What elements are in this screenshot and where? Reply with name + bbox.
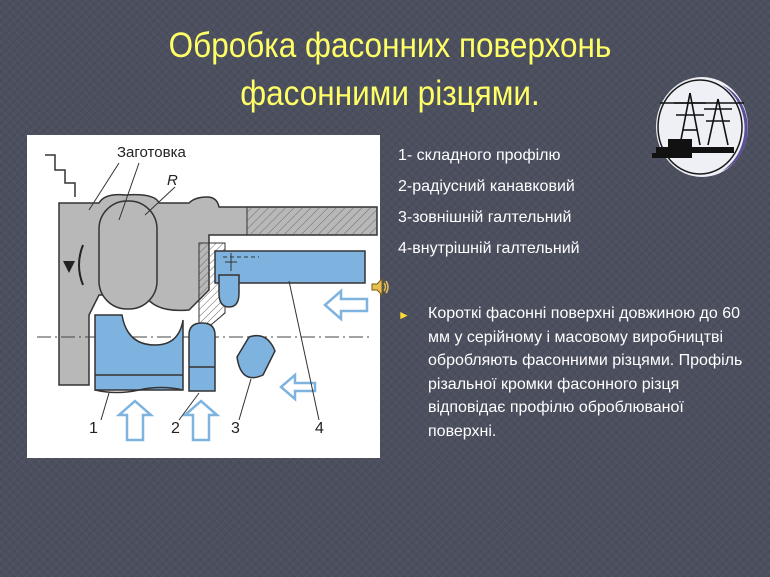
diagram-drawing: Заготовка R 1 2 3 4 [37, 144, 378, 442]
cutter-3-profile [236, 334, 276, 379]
cutter-4-bar [214, 250, 366, 284]
label-4: 4 [315, 420, 324, 437]
cutter-4-tip [218, 274, 240, 308]
label-2: 2 [171, 420, 180, 437]
power-tower-logo-icon [652, 77, 748, 177]
triangle-bullet-icon: ► [398, 308, 410, 322]
profile-cutters-diagram: Заготовка R 1 2 3 4 [27, 135, 380, 458]
rotation-arrow [78, 244, 84, 286]
description-paragraph: Короткі фасонні поверхні довжиною до 60 … [428, 305, 743, 440]
list-item: 4-внутрішній галтельний [398, 240, 580, 257]
cutter-2-profile [188, 322, 216, 392]
speaker-icon[interactable] [370, 276, 392, 298]
label-3: 3 [231, 420, 240, 437]
hatched-section [246, 206, 378, 236]
slide-title-line1: Обробка фасонних поверхонь [168, 26, 612, 65]
list-item: 2-радіусний канавковий [398, 178, 575, 195]
slide-title-line2: фасонними різцями. [240, 74, 540, 113]
list-item: 1- складного профілю [398, 147, 561, 164]
feed-arrows [115, 288, 369, 442]
chuck-steps [45, 154, 76, 197]
zagotovka-label: Заготовка [117, 144, 186, 161]
radius-label: R [167, 172, 178, 189]
cutter-types-list: 1- складного профілю 2-радіусний канавко… [398, 140, 580, 264]
label-1: 1 [89, 420, 98, 437]
slide-title: Обробка фасонних поверхонь фасонними різ… [120, 22, 660, 118]
cutter-1-profile [94, 314, 184, 391]
workpiece-boss [98, 200, 158, 310]
list-item: 3-зовнішній галтельний [398, 209, 572, 226]
